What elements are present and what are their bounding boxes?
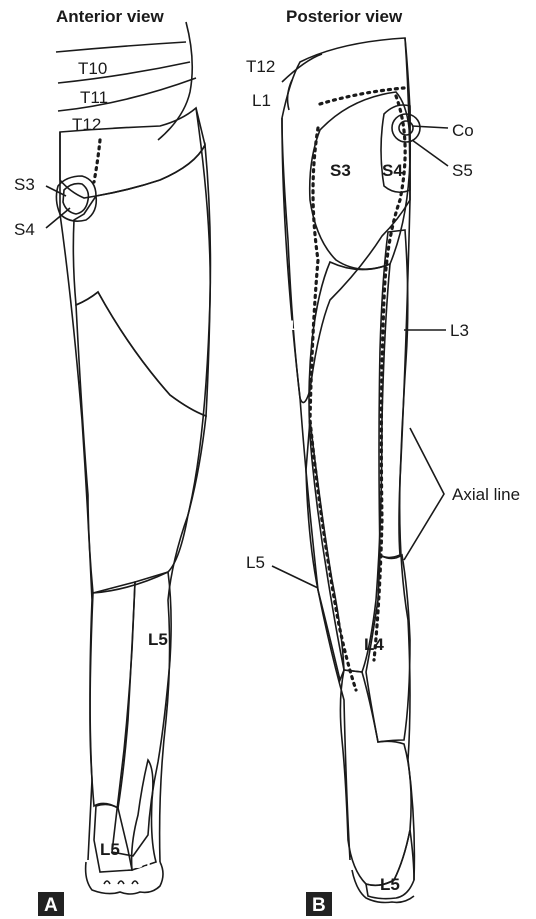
label-l5-posterior-foot: L5 xyxy=(380,875,400,894)
badge-a-text: A xyxy=(44,895,58,916)
label-s2-posterior: S2 xyxy=(334,425,355,444)
leader-axial-line xyxy=(404,428,444,560)
leader-s5 xyxy=(412,140,448,166)
label-t11: T11 xyxy=(80,88,108,107)
axial-line-posterior-right xyxy=(374,96,405,660)
label-l2-anterior: L2 xyxy=(130,268,150,287)
label-s1-anterior: S1 xyxy=(132,853,153,872)
label-s5: S5 xyxy=(452,161,473,180)
label-t12-posterior: T12 xyxy=(246,57,275,76)
title-posterior: Posterior view xyxy=(286,7,403,26)
label-s4-anterior: S4 xyxy=(14,220,35,239)
t10-line xyxy=(56,42,186,52)
label-l2-posterior-top: L2 xyxy=(284,148,304,167)
leader-co xyxy=(412,126,448,128)
badge-b: B xyxy=(306,892,332,916)
leader-lines xyxy=(46,126,448,588)
t12-posterior-line xyxy=(282,54,322,82)
label-s4-posterior: S4 xyxy=(382,161,403,180)
dermatome-s4-anterior xyxy=(63,184,88,214)
toe-marks-anterior xyxy=(104,881,138,884)
label-l3-anterior: L3 xyxy=(116,460,136,479)
label-t10: T10 xyxy=(78,59,107,78)
axial-line-anterior xyxy=(94,140,100,182)
label-s3-anterior: S3 xyxy=(14,175,35,194)
panel-anterior xyxy=(56,22,210,894)
label-l3-posterior: L3 xyxy=(450,321,469,340)
title-anterior: Anterior view xyxy=(56,7,164,26)
label-l2-posterior-mid: L2 xyxy=(290,317,307,333)
label-s3-posterior: S3 xyxy=(330,161,351,180)
label-l4-anterior: L4 xyxy=(102,627,122,646)
label-co: Co xyxy=(452,121,474,140)
label-axial-line: Axial line xyxy=(452,485,520,504)
label-s1-posterior: S1 xyxy=(360,805,381,824)
leader-l5-posterior xyxy=(272,566,318,588)
dermatome-s1-posterior xyxy=(340,670,411,885)
dermatome-l5-anterior-shin xyxy=(112,572,171,856)
label-l1-posterior: L1 xyxy=(252,91,271,110)
coccygeal-circle-inner xyxy=(399,121,413,135)
label-l5-anterior-shin: L5 xyxy=(148,630,168,649)
label-l4-posterior: L4 xyxy=(364,635,384,654)
label-l5-posterior-calf: L5 xyxy=(246,553,265,572)
label-l1-anterior: L1 xyxy=(110,153,130,172)
badge-a: A xyxy=(38,892,64,916)
badge-b-text: B xyxy=(312,895,326,916)
label-t12-anterior: T12 xyxy=(72,115,101,134)
t12-line xyxy=(58,78,196,111)
label-l5-anterior-foot: L5 xyxy=(100,840,120,859)
dermatome-l3-anterior xyxy=(76,292,206,593)
